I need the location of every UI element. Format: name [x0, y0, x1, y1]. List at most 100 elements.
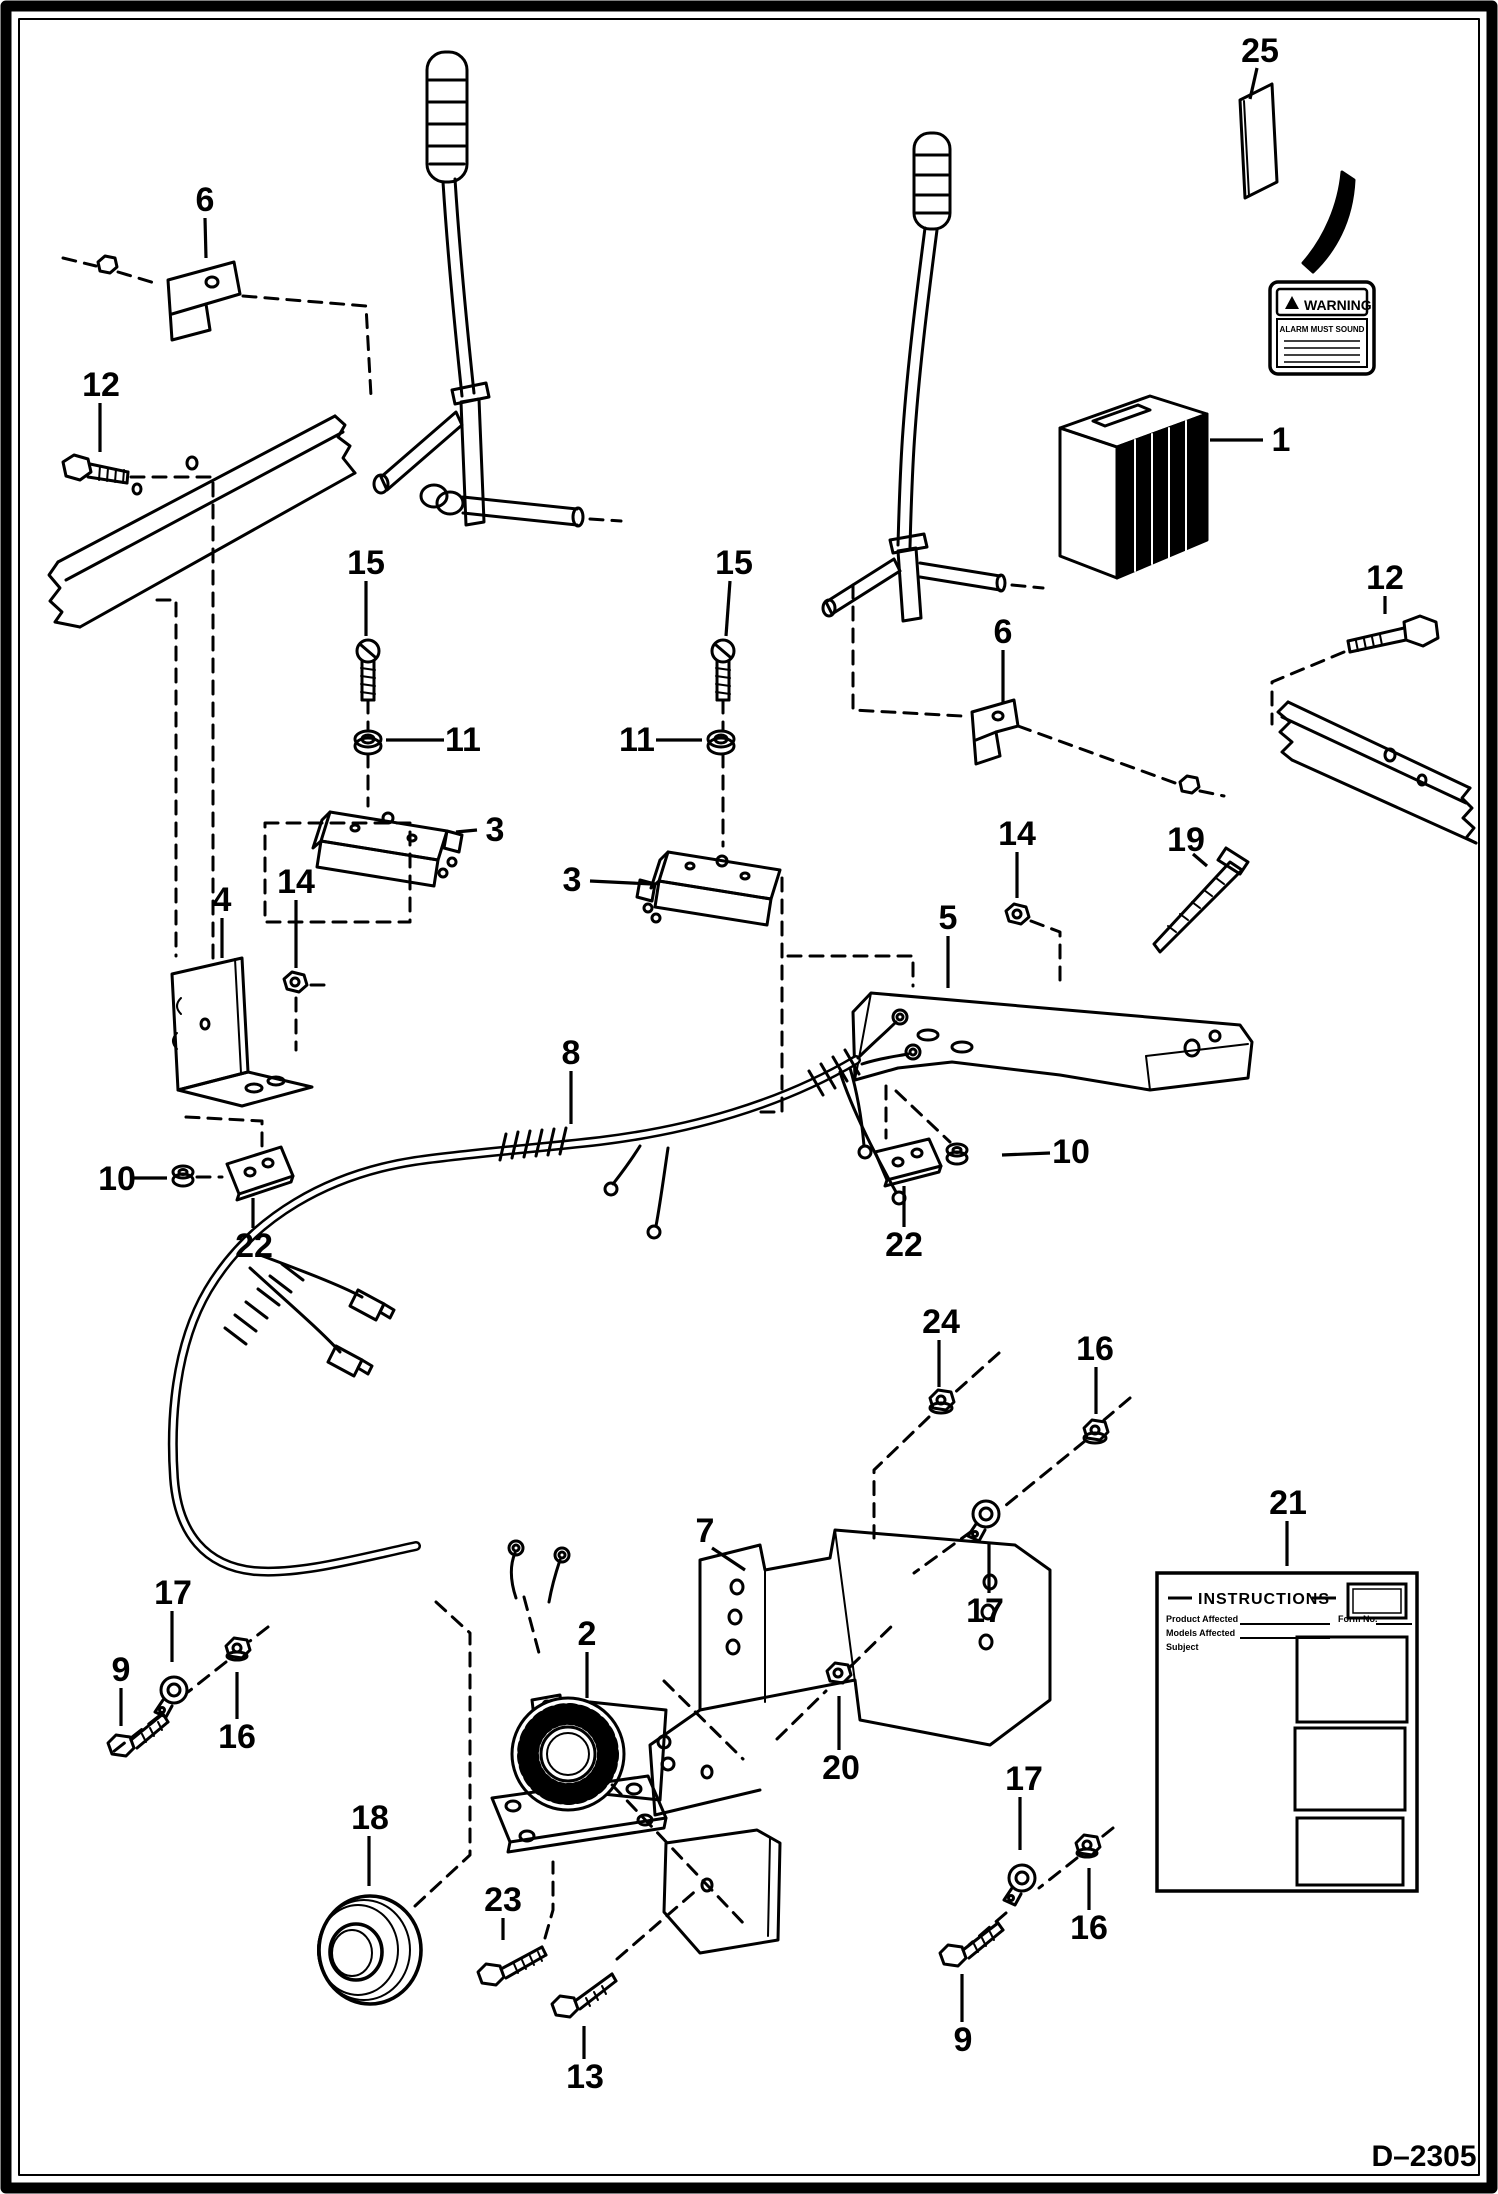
plate-22-right-drawing — [873, 1137, 943, 1188]
callout-9: 9 — [954, 1974, 972, 2059]
right-bolt-12-drawing — [1346, 614, 1440, 654]
callout-number: 2 — [578, 1615, 597, 1653]
callout-9: 9 — [112, 1651, 131, 1726]
callout-number: 3 — [486, 811, 505, 849]
callout-10: 10 — [1001, 1133, 1090, 1171]
grommet-18-drawing — [317, 1894, 423, 2006]
callout-23: 23 — [484, 1881, 522, 1940]
nut-10-left-drawing — [171, 1164, 195, 1188]
callout-number: 18 — [351, 1799, 389, 1837]
nut-20-drawing — [825, 1661, 853, 1685]
warning-message: ALARM MUST SOUND — [1280, 325, 1365, 334]
callout-number: 1 — [1272, 421, 1291, 459]
callout-number: 16 — [1076, 1330, 1114, 1368]
callout-number: 24 — [922, 1303, 960, 1341]
callout-number: 13 — [566, 2058, 604, 2096]
right-switch-3-drawing — [635, 850, 782, 927]
callout-3: 3 — [563, 861, 653, 899]
callout-12: 12 — [82, 366, 120, 452]
nut-16-left-drawing — [224, 1636, 252, 1662]
assembly-dashed-lines — [61, 256, 1346, 1961]
callout-number: 11 — [619, 721, 655, 759]
callout-15: 15 — [347, 544, 385, 636]
callout-number: 4 — [213, 881, 232, 919]
callout-16: 16 — [218, 1672, 256, 1756]
callout-1: 1 — [1210, 421, 1290, 459]
callout-6: 6 — [994, 613, 1012, 702]
bolt-13-drawing — [550, 1972, 618, 2019]
nut-16-upper-drawing — [1082, 1418, 1110, 1445]
callout-number: 16 — [218, 1718, 256, 1756]
left-switch-3-drawing — [311, 810, 464, 888]
callout-25: 25 — [1241, 32, 1279, 100]
right-clip-drawing — [970, 698, 1201, 795]
callout-20: 20 — [822, 1696, 860, 1787]
cable-tie-19-drawing — [1152, 846, 1250, 954]
callout-13: 13 — [566, 2026, 604, 2096]
instruction-sheet: INSTRUCTIONS Product Affected Form No. M… — [1155, 1571, 1419, 1893]
callout-number: 7 — [696, 1512, 715, 1550]
callout-16: 16 — [1070, 1868, 1108, 1947]
callout-number: 17 — [1005, 1760, 1043, 1798]
instruction-field-models: Models Affected — [1166, 1628, 1235, 1638]
callout-number: 6 — [196, 181, 215, 219]
callout-number: 20 — [822, 1749, 860, 1787]
callout-number: 16 — [1070, 1909, 1108, 1947]
warning-decal: WARNING ALARM MUST SOUND — [1268, 280, 1376, 376]
alarm-2-drawing — [490, 1539, 676, 1854]
callout-12: 12 — [1366, 559, 1404, 614]
callout-number: 21 — [1269, 1484, 1307, 1522]
warning-header: WARNING — [1304, 297, 1372, 313]
callout-number: 9 — [112, 1651, 131, 1689]
callout-14: 14 — [998, 815, 1036, 898]
callout-17: 17 — [154, 1574, 192, 1662]
nut-16-bottom-drawing — [1074, 1833, 1102, 1859]
clip-nut — [1178, 774, 1201, 795]
bracket-4-drawing — [170, 956, 314, 1108]
harness-wrap-ticks — [223, 1048, 861, 1346]
callout-15: 15 — [715, 544, 753, 637]
callout-6: 6 — [196, 181, 215, 259]
warning-triangle-icon — [1285, 296, 1299, 309]
callout-number: 22 — [885, 1226, 923, 1264]
callout-number: 17 — [154, 1574, 192, 1612]
nut-24-drawing — [928, 1388, 956, 1415]
callout-number: 25 — [1241, 32, 1279, 70]
left-lever-drawing — [372, 50, 585, 528]
instruction-field-subject: Subject — [1166, 1642, 1199, 1652]
callout-number: 15 — [347, 544, 385, 582]
plate-22-left-drawing — [225, 1145, 295, 1202]
bolt-9-left-drawing — [106, 1712, 170, 1758]
callout-10: 10 — [98, 1160, 167, 1198]
harness-8-drawing — [167, 1008, 922, 1577]
callout-2: 2 — [578, 1615, 597, 1698]
nut-10-right-drawing — [945, 1142, 969, 1166]
callout-14: 14 — [277, 863, 315, 968]
callout-number: 10 — [1052, 1133, 1090, 1171]
callout-number: 12 — [82, 366, 120, 404]
callout-7: 7 — [696, 1512, 746, 1572]
callout-number: 19 — [1167, 821, 1205, 859]
callout-18: 18 — [351, 1799, 389, 1886]
nut-11 — [706, 729, 736, 749]
instruction-field-product: Product Affected — [1166, 1614, 1238, 1624]
callout-22: 22 — [885, 1186, 923, 1264]
callout-19: 19 — [1167, 821, 1209, 868]
callout-8: 8 — [562, 1034, 580, 1124]
left-bolt-12-drawing — [61, 453, 130, 485]
box-1-drawing — [1058, 394, 1209, 580]
left-frame-rail-drawing — [47, 414, 357, 629]
swoosh-graphic — [1301, 170, 1356, 274]
callout-11: 11 — [619, 721, 702, 759]
right-frame-rail-drawing — [1276, 700, 1478, 845]
callout-3: 3 — [455, 811, 505, 849]
right-lever-drawing — [821, 131, 1007, 623]
callout-number: 10 — [98, 1160, 136, 1198]
callout-number: 22 — [235, 1227, 273, 1265]
left-clip-drawing — [96, 254, 242, 342]
nut-14-right-drawing — [1004, 902, 1031, 926]
callout-16: 16 — [1076, 1330, 1114, 1414]
callout-17: 17 — [1005, 1760, 1043, 1850]
